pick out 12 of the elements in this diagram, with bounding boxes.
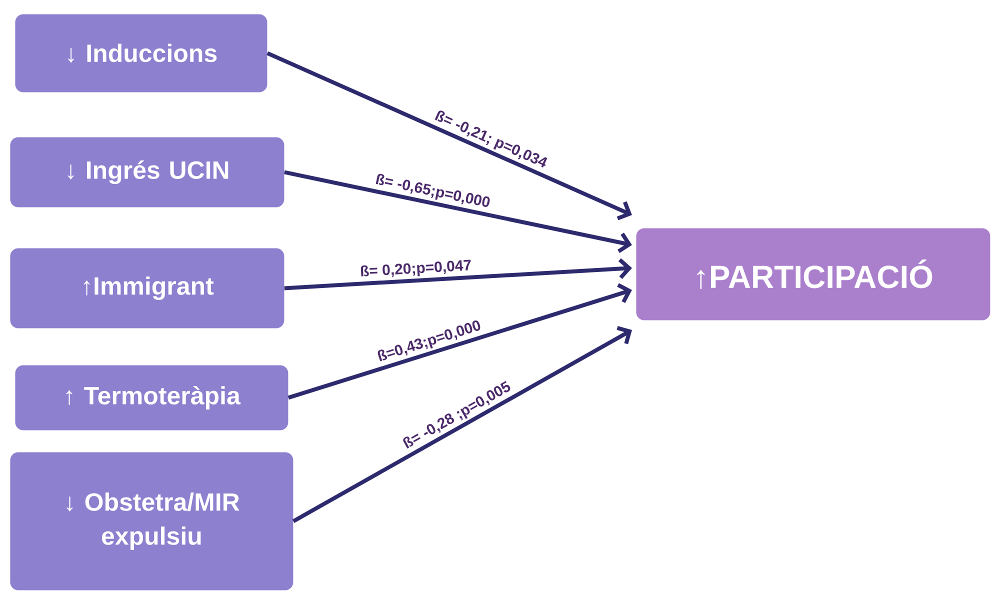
arrow [292, 326, 632, 523]
factor-box: ↓ Obstetra/MIR expulsiu [10, 452, 294, 590]
arrow [284, 258, 632, 290]
outcome-box: ↑PARTICIPACIÓ [636, 228, 990, 320]
edge-label: ß= 0,20;p=0,047 [358, 258, 474, 281]
arrow [288, 283, 632, 400]
arrow [284, 170, 632, 254]
factor-box: ↓ Ingrés UCIN [10, 137, 284, 208]
factor-box: ↑Immigrant [10, 248, 284, 328]
factor-box: ↑ Termoteràpia [15, 365, 288, 430]
factor-box: ↓ Induccions [15, 14, 268, 92]
arrow [266, 51, 632, 220]
